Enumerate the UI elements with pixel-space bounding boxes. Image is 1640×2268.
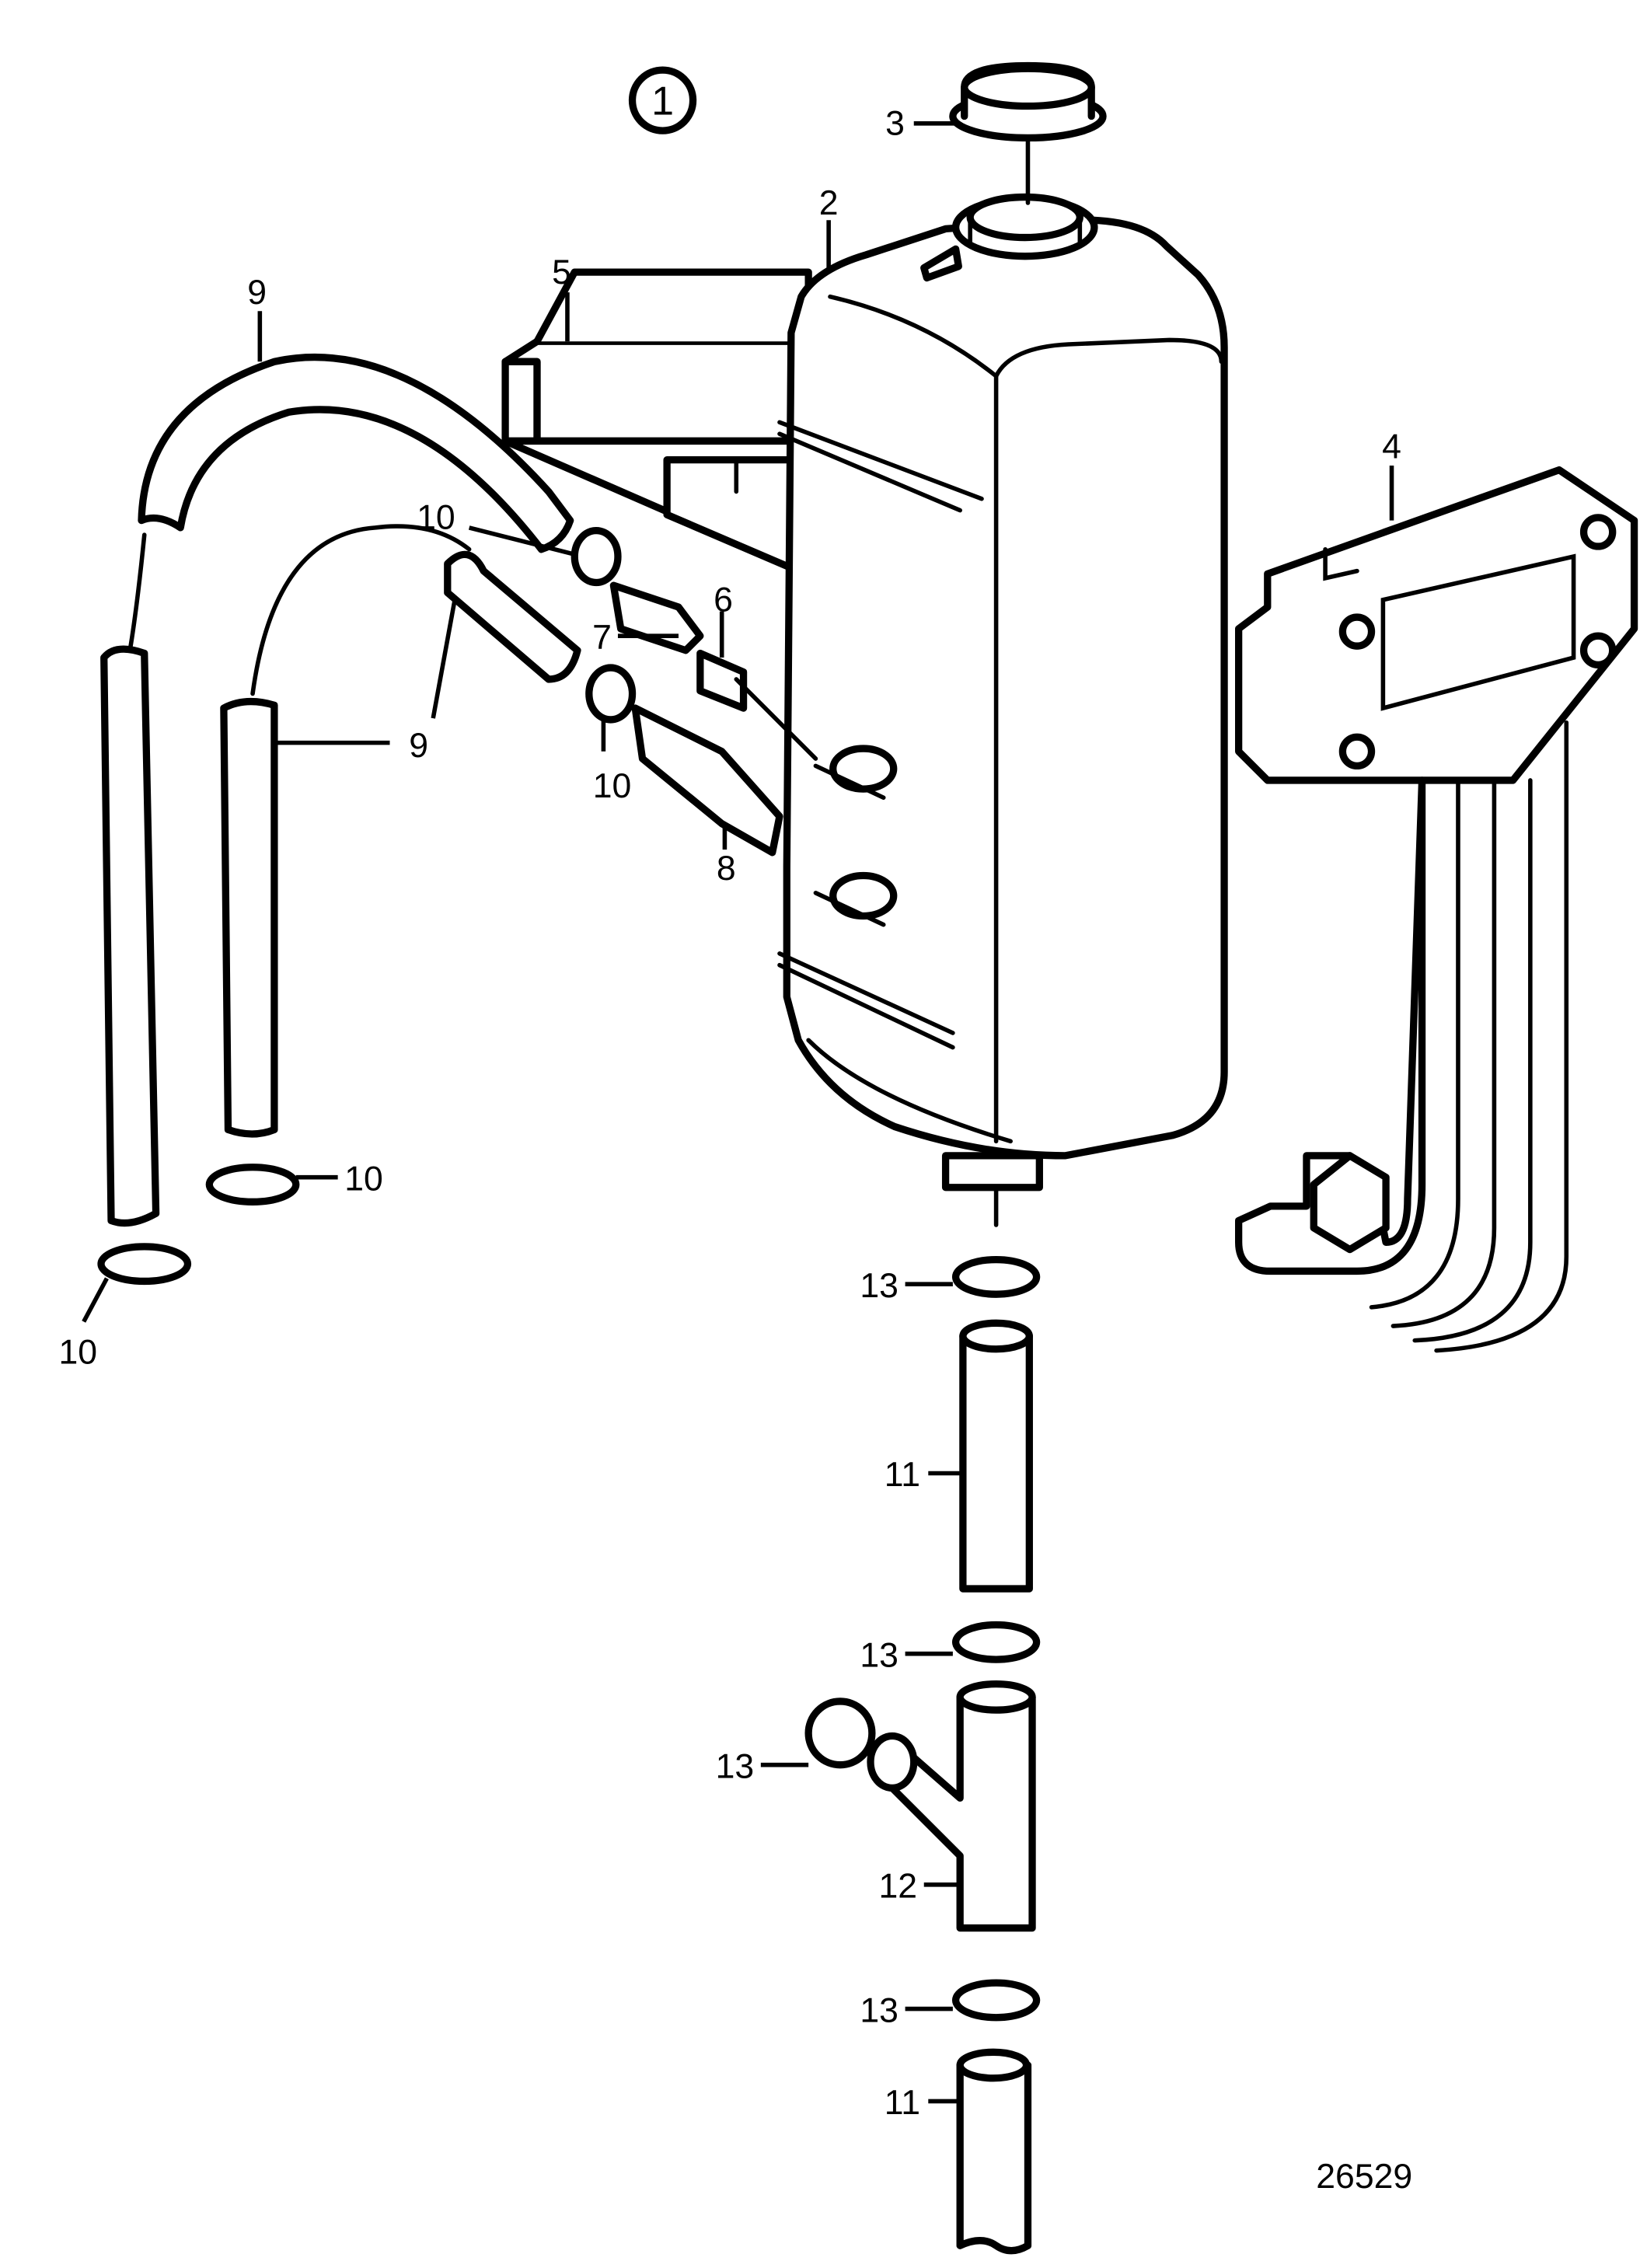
callout-13-second: 13 <box>860 1636 899 1674</box>
callout-3: 3 <box>885 105 905 143</box>
hose-clamps-10 <box>97 526 637 1286</box>
callout-6: 6 <box>714 581 733 619</box>
callout-11-upper: 11 <box>885 1456 920 1494</box>
expansion-tank <box>777 193 1228 1192</box>
figure-marker: 1 <box>628 66 697 134</box>
callout-2: 2 <box>819 184 839 222</box>
callout-12: 12 <box>879 1868 918 1906</box>
callout-10-upper: 10 <box>417 499 455 537</box>
filler-cap <box>949 61 1107 205</box>
callout-labels: 3 2 5 9 4 10 6 7 9 10 8 10 10 13 11 13 1… <box>59 105 1401 2122</box>
hose-left-outer <box>100 353 574 1227</box>
callout-13-third: 13 <box>716 1747 755 1785</box>
callout-9-top: 9 <box>247 274 267 312</box>
callout-4: 4 <box>1382 428 1401 466</box>
callout-10-middle: 10 <box>593 767 632 805</box>
callout-5: 5 <box>552 253 571 291</box>
callout-13-fourth: 13 <box>860 1991 899 2029</box>
lower-pipe-assembly <box>804 1185 1041 2255</box>
drawing-number: 26529 <box>1316 2158 1412 2196</box>
hose-left-inner <box>220 524 581 1138</box>
heat-exchanger <box>1235 466 1638 1353</box>
leader-lines <box>82 121 1394 2104</box>
callout-13-first: 13 <box>860 1267 899 1305</box>
callout-8: 8 <box>717 850 736 888</box>
callout-9-middle: 9 <box>409 727 428 765</box>
callout-11-lower: 11 <box>885 2084 920 2122</box>
callout-10-lower-left: 10 <box>59 1333 98 1371</box>
callout-10-lower-right: 10 <box>344 1160 383 1198</box>
callout-7: 7 <box>592 619 612 657</box>
figure-marker-label: 1 <box>651 79 674 124</box>
